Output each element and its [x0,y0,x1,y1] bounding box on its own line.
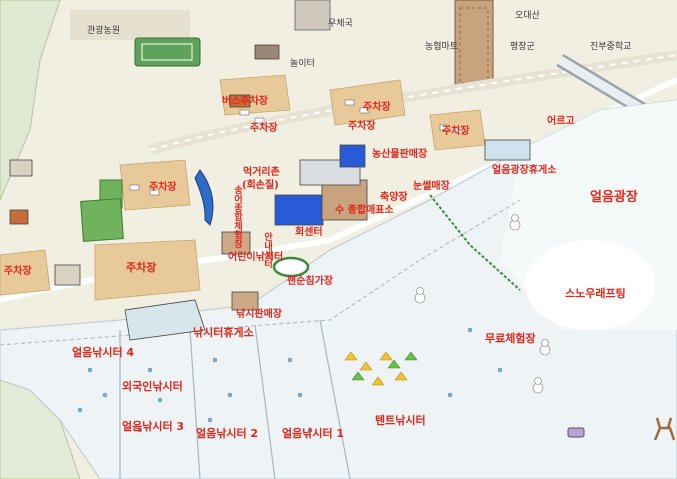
ice-plaza-label[interactable]: 얼음광장 [590,190,638,205]
event-stage-label[interactable]: 팬순침가장 [287,276,333,287]
nearby-label-6: 놀이터 [290,59,315,69]
nearby-label-3: 평창군 [510,42,535,52]
kids-fishing-label[interactable]: 어린이낚시터 [228,252,284,263]
nearby-label-4: 진부중학교 [590,42,632,52]
parking-label-3[interactable]: 주차장 [442,126,470,137]
sculpture-label[interactable]: 축양장 [380,192,408,203]
parking-label-5[interactable]: 주차장 [126,261,157,274]
parking-label-2[interactable]: 주차장 [363,102,391,113]
parking-label-4[interactable]: 주차장 [149,182,177,193]
ice-fishing-4-label[interactable]: 얼음낚시터 4 [72,346,135,359]
info-center-label[interactable]: 수 종합매표소 [335,205,394,216]
sled-label[interactable]: 눈썰매장 [413,181,450,192]
nearby-label-7: 오대산 [515,11,540,21]
fishing-rest-label[interactable]: 낚시터휴게소 [193,326,254,339]
free-experience-label[interactable]: 무료체험장 [485,332,536,345]
ice-plaza-rest-label[interactable]: 얼음광장휴게소 [492,165,557,176]
eoreugo-label[interactable]: 어르고 [547,116,575,127]
bus-parking-label[interactable]: 버스주차장 [222,96,268,107]
nearby-label-5: 우체국 [328,19,353,29]
hwa-center-label[interactable]: 회센터 [295,227,323,238]
food-village-label[interactable]: 먹거리촌 [243,167,280,178]
parking-label-1[interactable]: 주차장 [250,123,278,134]
parking-label-6[interactable]: 주차장 [4,266,32,277]
nearby-label-2: 농협마트 [425,42,459,52]
parking-label-7[interactable]: 주차장 [348,121,376,132]
ice-fishing-1-label[interactable]: 얼음낚시터 1 [282,427,345,440]
festival-hall-label[interactable]: 송어종합체험장 [232,185,242,248]
tent-fishing-label[interactable]: 텐트낚시터 [375,414,426,427]
info-center-vert-label[interactable]: 안내센터 [262,232,272,268]
nearby-label-1: 관광농원 [87,26,121,36]
ice-fishing-3-label[interactable]: 얼음낚시터 3 [122,420,185,433]
fishing-shop-label[interactable]: 낚시판매장 [236,309,282,320]
snow-rafting-label[interactable]: 스노우래프팅 [565,287,626,300]
food-village-sub-label[interactable]: (회손질) [242,180,279,191]
foreigner-fishing-label[interactable]: 외국인낚시터 [122,380,183,393]
nongsan-shop-label[interactable]: 농산물판매장 [372,149,428,160]
ice-fishing-2-label[interactable]: 얼음낚시터 2 [196,427,259,440]
